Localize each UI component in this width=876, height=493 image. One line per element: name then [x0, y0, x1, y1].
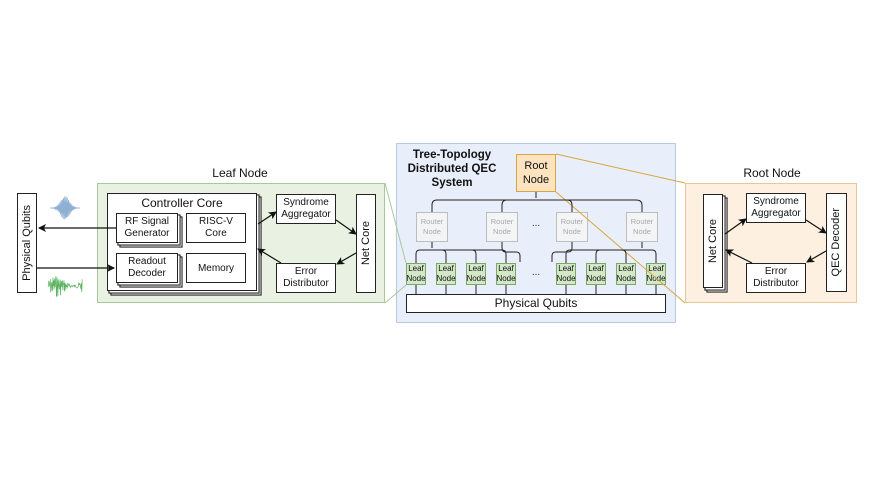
leaf-node-label: Leaf Node	[646, 264, 666, 283]
leaf-syndrome-aggregator: Syndrome Aggregator	[276, 194, 336, 224]
tree-topology-title: Tree-Topology Distributed QEC System	[407, 149, 497, 189]
root-syndrome-aggregator: Syndrome Aggregator	[746, 193, 806, 223]
risc-v-core: RISC-V Core	[186, 213, 246, 243]
physical-qubits-label: Physical Qubits	[20, 205, 33, 281]
leaf-node[interactable]: Leaf Node	[586, 263, 606, 285]
root-error-distributor-label: Error Distributor	[753, 266, 799, 289]
leaf-node-label: Leaf Node	[466, 264, 486, 283]
leaf-error-distributor: Error Distributor	[276, 263, 336, 293]
router-node-label: Router Node	[420, 217, 444, 236]
controller-core-title: Controller Core	[141, 196, 223, 210]
control-pulse-waveform	[49, 196, 80, 220]
readout-decoder-label: Readout Decoder	[128, 256, 166, 279]
router-node[interactable]: Router Node	[556, 212, 588, 242]
leaf-node-panel-title: Leaf Node	[212, 166, 268, 180]
root-net-core: Net Core	[703, 194, 723, 288]
memory: Memory	[186, 253, 246, 283]
risc-v-core-label: RISC-V Core	[199, 216, 233, 239]
leaf-node[interactable]: Leaf Node	[406, 263, 426, 285]
leaf-node-label: Leaf Node	[616, 264, 636, 283]
root-net-core-label: Net Core	[706, 218, 719, 264]
leaf-node-label: Leaf Node	[436, 264, 456, 283]
leaf-node-label: Leaf Node	[496, 264, 516, 283]
leaf-node-label: Leaf Node	[556, 264, 576, 283]
leaf-node[interactable]: Leaf Node	[556, 263, 576, 285]
readout-noise-waveform	[47, 276, 83, 298]
root-node-label: Root Node	[522, 160, 550, 186]
router-node[interactable]: Router Node	[486, 212, 518, 242]
qec-decoder-label: QEC Decoder	[830, 208, 842, 277]
readout-noise-path	[47, 276, 83, 298]
leaf-node[interactable]: Leaf Node	[436, 263, 456, 285]
router-ellipsis: ...	[531, 218, 541, 229]
root-error-distributor: Error Distributor	[746, 263, 806, 293]
root-node[interactable]: Root Node	[516, 154, 556, 192]
memory-label: Memory	[197, 262, 235, 274]
router-node-label: Router Node	[630, 217, 654, 236]
leaf-node-label: Leaf Node	[406, 264, 426, 283]
root-node-panel-title: Root Node	[743, 166, 801, 180]
leaf-node-label: Leaf Node	[586, 264, 606, 283]
leaf-node[interactable]: Leaf Node	[616, 263, 636, 285]
leaf-ellipsis: ...	[531, 267, 541, 278]
leaf-syndrome-aggregator-label: Syndrome Aggregator	[281, 197, 331, 220]
physical-qubits-box: Physical Qubits	[17, 193, 37, 293]
tree-physical-qubits: Physical Qubits	[406, 294, 666, 313]
router-node[interactable]: Router Node	[626, 212, 658, 242]
qec-decoder: QEC Decoder	[826, 193, 847, 292]
leaf-node[interactable]: Leaf Node	[466, 263, 486, 285]
rf-signal-generator-label: RF Signal Generator	[124, 216, 170, 239]
control-pulse-path	[49, 196, 80, 220]
leaf-node[interactable]: Leaf Node	[646, 263, 666, 285]
router-node-label: Router Node	[490, 217, 514, 236]
tree-physical-qubits-label: Physical Qubits	[494, 296, 578, 310]
leaf-net-core-label: Net Core	[359, 221, 372, 266]
root-syndrome-aggregator-label: Syndrome Aggregator	[751, 196, 801, 219]
router-node[interactable]: Router Node	[416, 212, 448, 242]
leaf-error-distributor-label: Error Distributor	[283, 266, 329, 289]
leaf-net-core: Net Core	[356, 194, 376, 293]
leaf-node[interactable]: Leaf Node	[496, 263, 516, 285]
readout-decoder: Readout Decoder	[116, 253, 178, 283]
rf-signal-generator: RF Signal Generator	[116, 213, 178, 243]
router-node-label: Router Node	[560, 217, 584, 236]
